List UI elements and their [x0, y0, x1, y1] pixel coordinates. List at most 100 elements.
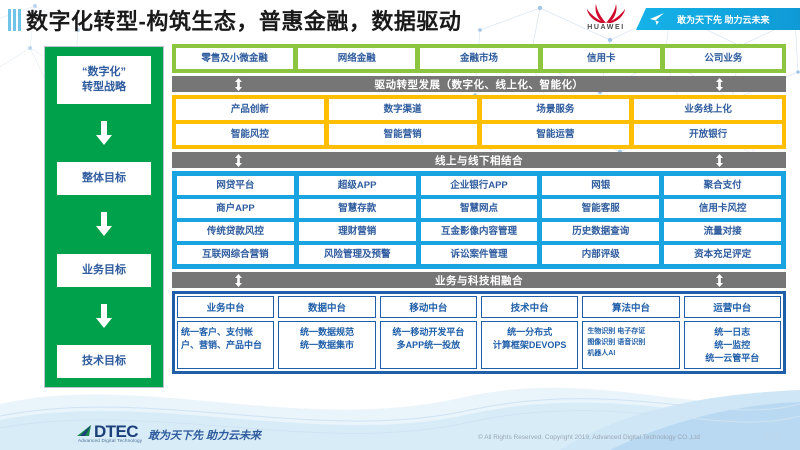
platform-body: 统一移动开发平台 多APP统一投放: [379, 321, 477, 369]
business-line-item[interactable]: 网络金融: [298, 48, 416, 69]
platform-head[interactable]: 数据中台: [278, 296, 376, 318]
channel-item[interactable]: 网银: [542, 176, 660, 195]
dtec-tagline: Advanced Digital Technology: [78, 438, 143, 443]
platform-head[interactable]: 移动中台: [379, 296, 477, 318]
channel-item[interactable]: 聚合支付: [664, 176, 781, 195]
business-line-item[interactable]: 金融市场: [420, 48, 538, 69]
ribbon-slogan: 敢为天下先 助力云未来: [677, 14, 770, 25]
divider-online-offline: 线上与线下相结合: [172, 152, 786, 168]
transformation-item[interactable]: 数字渠道: [328, 99, 477, 120]
channel-item[interactable]: 互金影像内容管理: [420, 222, 538, 241]
channel-item[interactable]: 智慧网点: [420, 199, 538, 218]
platform-body-line: 统一云管平台: [705, 353, 760, 363]
channel-item[interactable]: 诉讼案件管理: [420, 245, 538, 264]
platform-head[interactable]: 业务中台: [177, 296, 275, 318]
platform-head[interactable]: 运营中台: [683, 296, 781, 318]
platform-body-line: 生物识别 电子存证: [587, 328, 646, 335]
channel-item[interactable]: 流量对接: [664, 222, 781, 241]
down-arrow-icon: [96, 212, 112, 237]
channel-item[interactable]: 风险管理及预警: [298, 245, 416, 264]
campaign-ribbon: 敢为天下先 助力云未来: [636, 8, 800, 30]
channel-item[interactable]: 商户APP: [177, 199, 294, 218]
business-lines-row: 零售及小微金融 网络金融 金融市场 信用卡 公司业务: [176, 48, 783, 69]
sidebar-item-digital-strategy[interactable]: “数字化” 转型战略: [57, 56, 151, 104]
copyright-notice: © All Rights Reserved. Copyright 2019, A…: [478, 434, 700, 441]
down-arrow-icon: [96, 303, 112, 328]
channel-item[interactable]: 内部评级: [542, 245, 660, 264]
channel-item[interactable]: 信用卡风控: [664, 199, 781, 218]
channel-item[interactable]: 智慧存款: [298, 199, 416, 218]
transformation-item[interactable]: 场景服务: [481, 99, 630, 120]
transformation-item[interactable]: 业务线上化: [634, 99, 782, 120]
double-arrow-icon: [716, 273, 723, 287]
huawei-wordmark: HUAWEI: [587, 24, 625, 31]
platform-body: 生物识别 电子存证 图像识别 语音识别 机器人AI: [582, 321, 680, 369]
huawei-flower-icon: [587, 4, 625, 23]
double-arrow-icon: [716, 77, 723, 91]
down-arrow-icon: [96, 121, 112, 146]
transformation-item[interactable]: 智能风控: [176, 124, 324, 145]
platform-head[interactable]: 技术中台: [480, 296, 579, 318]
platform-body: 统一数据规范 统一数据集市: [278, 321, 376, 369]
business-line-item[interactable]: 公司业务: [664, 48, 783, 69]
slide-header: 数字化转型-构筑生态，普惠金融，数据驱动 HUAWEI 敢为天下先 助力云未来: [0, 0, 800, 38]
platform-column-algorithm: 算法中台 生物识别 电子存证 图像识别 语音识别 机器人AI: [582, 296, 680, 369]
sidebar-item-business-goal[interactable]: 业务目标: [57, 253, 151, 287]
platform-body-line: 统一数据规范: [299, 327, 354, 337]
sidebar-item-technology-goal[interactable]: 技术目标: [57, 344, 151, 378]
platform-body: 统一日志 统一监控 统一云管平台: [683, 321, 781, 369]
channel-item[interactable]: 理财营销: [298, 222, 416, 241]
channels-row: 传统贷款风控 理财营销 互金影像内容管理 历史数据查询 流量对接: [177, 222, 781, 241]
channel-item[interactable]: 互联网综合营销: [177, 245, 294, 264]
channels-row: 商户APP 智慧存款 智慧网点 智能客服 信用卡风控: [177, 199, 781, 218]
channel-item[interactable]: 智能客服: [542, 199, 660, 218]
platforms-band: 业务中台 统一客户、支付帐户、营销、产品中台 数据中台 统一数据规范 统一数据集…: [172, 291, 786, 374]
platforms-grid: 业务中台 统一客户、支付帐户、营销、产品中台 数据中台 统一数据规范 统一数据集…: [177, 296, 781, 369]
double-arrow-icon: [235, 273, 242, 287]
platform-head[interactable]: 算法中台: [582, 296, 680, 318]
transformation-item[interactable]: 智能营销: [328, 124, 477, 145]
platform-body: 统一分布式 计算框架DEVOPS: [480, 321, 579, 369]
channels-row: 网贷平台 超级APP 企业银行APP 网银 聚合支付: [177, 176, 781, 195]
platform-body-line: 计算框架DEVOPS: [492, 340, 567, 350]
platform-body-line: 机器人AI: [587, 350, 616, 357]
channel-item[interactable]: 企业银行APP: [420, 176, 538, 195]
sidebar-item-label-line2: 转型战略: [82, 81, 126, 93]
business-line-item[interactable]: 零售及小微金融: [176, 48, 294, 69]
platform-body-line: 图像识别 语音识别: [587, 339, 646, 346]
transformation-band: 产品创新 数字渠道 场景服务 业务线上化 智能风控 智能营销 智能运营 开放银行: [172, 95, 786, 149]
sidebar-item-label-line1: “数字化”: [82, 66, 126, 78]
channel-item[interactable]: 超级APP: [298, 176, 416, 195]
divider-business-tech: 业务与科技相融合: [172, 272, 786, 288]
platform-body-line: 统一分布式: [507, 327, 553, 337]
dtec-logo: DTEC: [76, 423, 138, 440]
transformation-item[interactable]: 开放银行: [634, 124, 782, 145]
double-arrow-icon: [235, 77, 242, 91]
divider-drive-transformation: 驱动转型发展（数字化、线上化、智能化）: [172, 76, 786, 92]
huawei-logo: HUAWEI: [580, 2, 632, 36]
business-line-item[interactable]: 信用卡: [542, 48, 660, 69]
platform-body: 统一客户、支付帐户、营销、产品中台: [177, 321, 275, 369]
paper-plane-icon: [650, 13, 664, 25]
transformation-row: 产品创新 数字渠道 场景服务 业务线上化: [176, 99, 782, 120]
transformation-row: 智能风控 智能营销 智能运营 开放银行: [176, 124, 782, 145]
dtec-arrow-icon: [77, 425, 91, 436]
platform-body-line: 多APP统一投放: [396, 340, 461, 350]
channels-band: 网贷平台 超级APP 企业银行APP 网银 聚合支付 商户APP 智慧存款 智慧…: [172, 171, 786, 269]
channel-item[interactable]: 网贷平台: [177, 176, 294, 195]
transformation-item[interactable]: 产品创新: [176, 99, 324, 120]
double-arrow-icon: [716, 153, 723, 167]
platform-column-operations: 运营中台 统一日志 统一监控 统一云管平台: [683, 296, 781, 369]
title-accent-bars: [8, 9, 22, 31]
channel-item[interactable]: 资本充足评定: [664, 245, 781, 264]
platform-body-line: 统一监控: [714, 340, 751, 350]
channel-item[interactable]: 传统贷款风控: [177, 222, 294, 241]
channel-item[interactable]: 历史数据查询: [542, 222, 660, 241]
page-title: 数字化转型-构筑生态，普惠金融，数据驱动: [26, 9, 462, 34]
transformation-item[interactable]: 智能运营: [481, 124, 630, 145]
double-arrow-icon: [235, 153, 242, 167]
platform-body-line: 统一数据集市: [299, 340, 354, 350]
divider-label: 线上与线下相结合: [435, 154, 523, 167]
sidebar-item-overall-goal[interactable]: 整体目标: [57, 162, 151, 196]
